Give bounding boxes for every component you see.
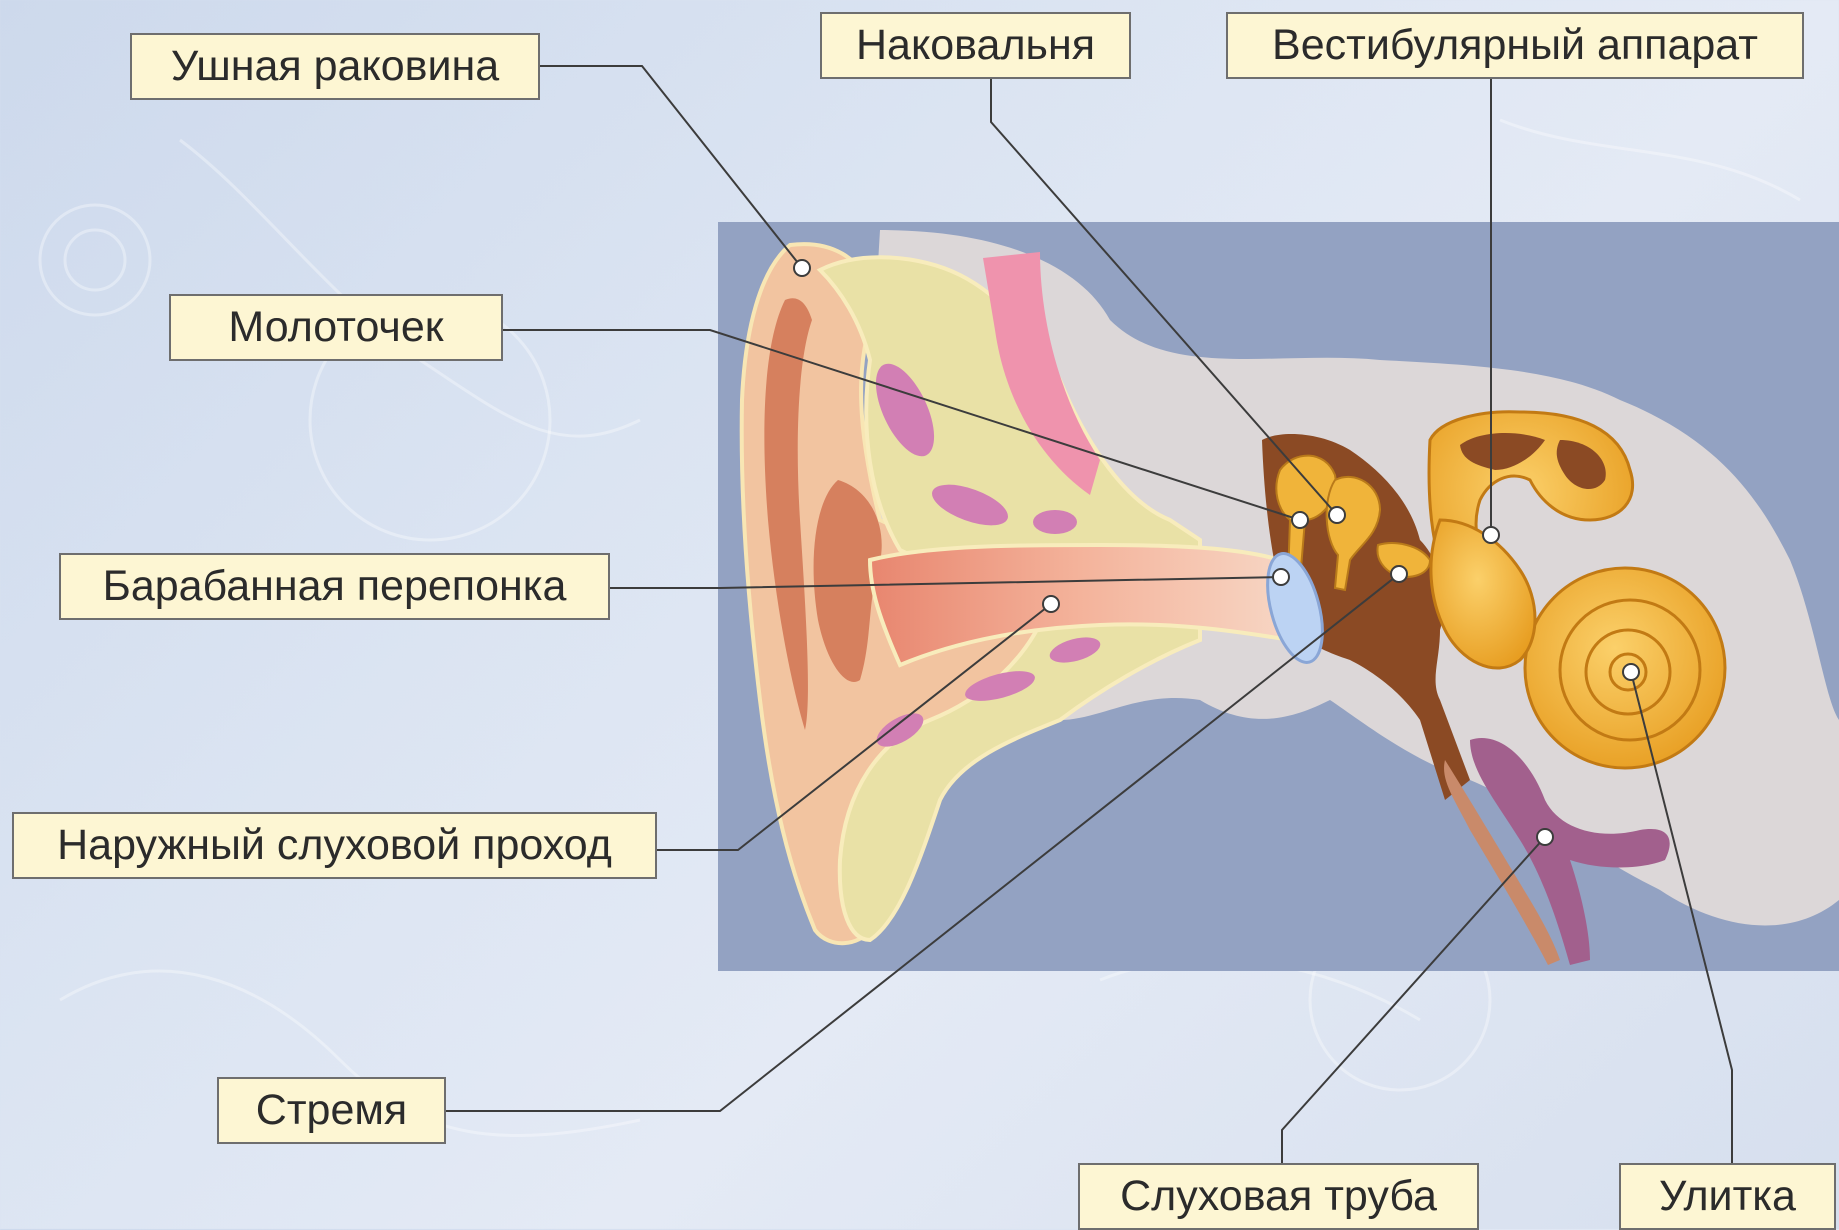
- dot-malleus: [1292, 512, 1308, 528]
- label-stapes: Стремя: [217, 1077, 446, 1144]
- label-auricle: Ушная раковина: [130, 33, 540, 100]
- dot-stapes: [1391, 566, 1407, 582]
- label-ear-canal: Наружный слуховой проход: [12, 812, 657, 879]
- label-tympanic-membrane: Барабанная перепонка: [59, 553, 610, 620]
- dot-auricle: [794, 260, 810, 276]
- dot-incus: [1329, 507, 1345, 523]
- dot-canal: [1043, 596, 1059, 612]
- dot-tympanic: [1273, 569, 1289, 585]
- label-vestibular-apparatus: Вестибулярный аппарат: [1226, 12, 1804, 79]
- dot-tube: [1537, 829, 1553, 845]
- dot-cochlea: [1623, 664, 1639, 680]
- dot-vestibular: [1483, 527, 1499, 543]
- label-malleus: Молоточек: [169, 294, 503, 361]
- label-incus: Наковальня: [820, 12, 1131, 79]
- label-cochlea: Улитка: [1619, 1163, 1836, 1230]
- label-eustachian-tube: Слуховая труба: [1078, 1163, 1479, 1230]
